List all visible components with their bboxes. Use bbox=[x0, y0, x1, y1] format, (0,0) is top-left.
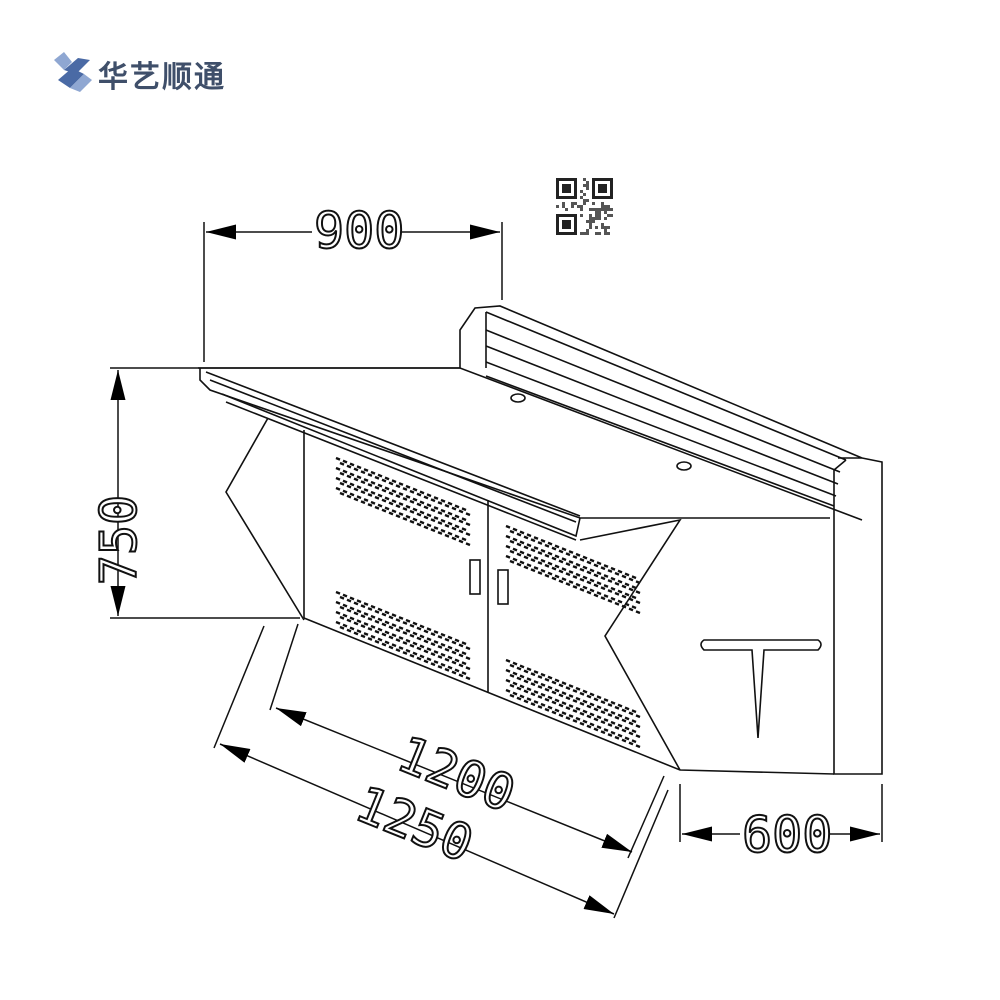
brand-name: 华艺顺通 bbox=[98, 60, 226, 95]
dim-height: 750 bbox=[90, 495, 148, 585]
vent-slots bbox=[335, 456, 641, 749]
dim-depth: 600 bbox=[742, 806, 832, 864]
brand-logo bbox=[50, 50, 270, 94]
dimension-lines bbox=[110, 222, 883, 919]
brand-s-logo-icon bbox=[54, 52, 92, 92]
dim-top-width: 900 bbox=[314, 202, 404, 260]
qr-code-icon bbox=[556, 178, 613, 235]
console-desk-body bbox=[196, 305, 883, 775]
